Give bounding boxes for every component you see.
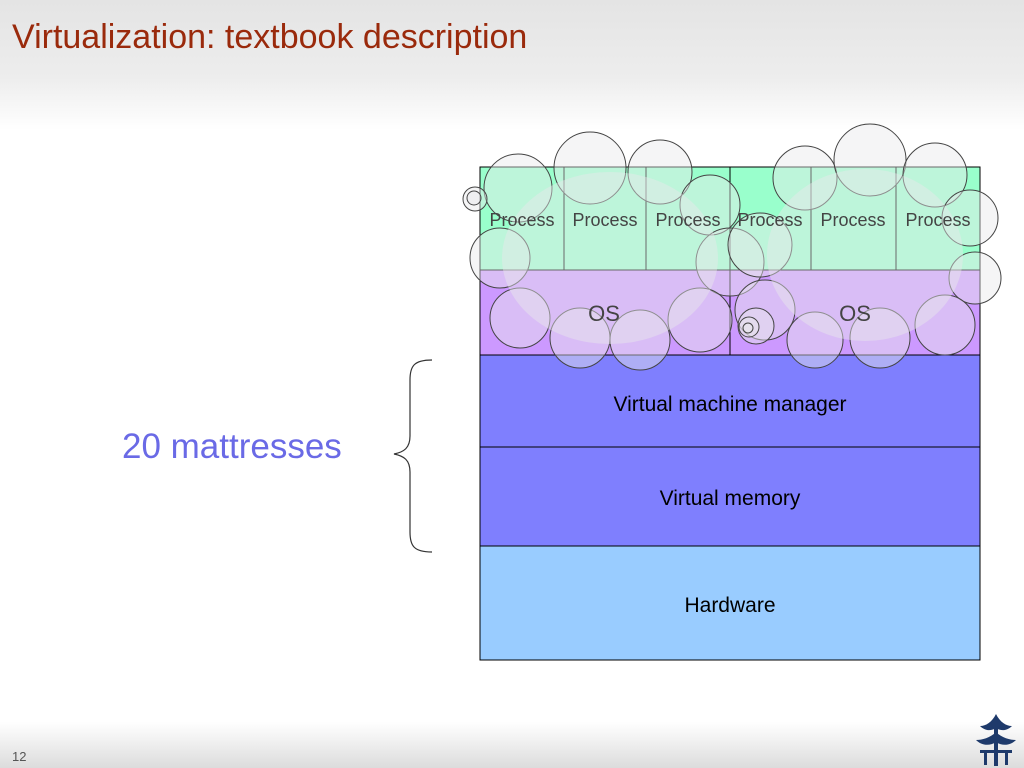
mattresses-label: 20 mattresses: [122, 427, 342, 466]
vmm-label: Virtual machine manager: [613, 393, 846, 416]
curly-brace: [393, 359, 433, 553]
title-band: [0, 0, 1024, 130]
process-label: Process: [655, 210, 720, 230]
process-row: [479, 166, 981, 271]
process-cell: [810, 166, 897, 271]
left-cloud: [462, 131, 765, 371]
process-cell: [479, 166, 565, 271]
virtual-memory-layer: [479, 446, 981, 547]
process-label: Process: [905, 210, 970, 230]
os-right-layer: [729, 269, 981, 356]
process-label: Process: [737, 210, 802, 230]
process-cell: [729, 166, 812, 271]
process-cell: [563, 166, 647, 271]
university-logo-icon: [976, 714, 1016, 766]
right-cloud: [727, 123, 1002, 369]
os-right-label: OS: [839, 301, 871, 326]
process-label: Process: [489, 210, 554, 230]
slide-title: Virtualization: textbook description: [12, 18, 528, 56]
virtual-memory-label: Virtual memory: [660, 487, 801, 510]
footer-band: [0, 722, 1024, 768]
hardware-label: Hardware: [684, 594, 775, 617]
process-label: Process: [572, 210, 637, 230]
process-label: Process: [820, 210, 885, 230]
os-left-label: OS: [588, 301, 620, 326]
slide-number: 12: [12, 749, 27, 764]
hardware-layer: [479, 545, 981, 661]
